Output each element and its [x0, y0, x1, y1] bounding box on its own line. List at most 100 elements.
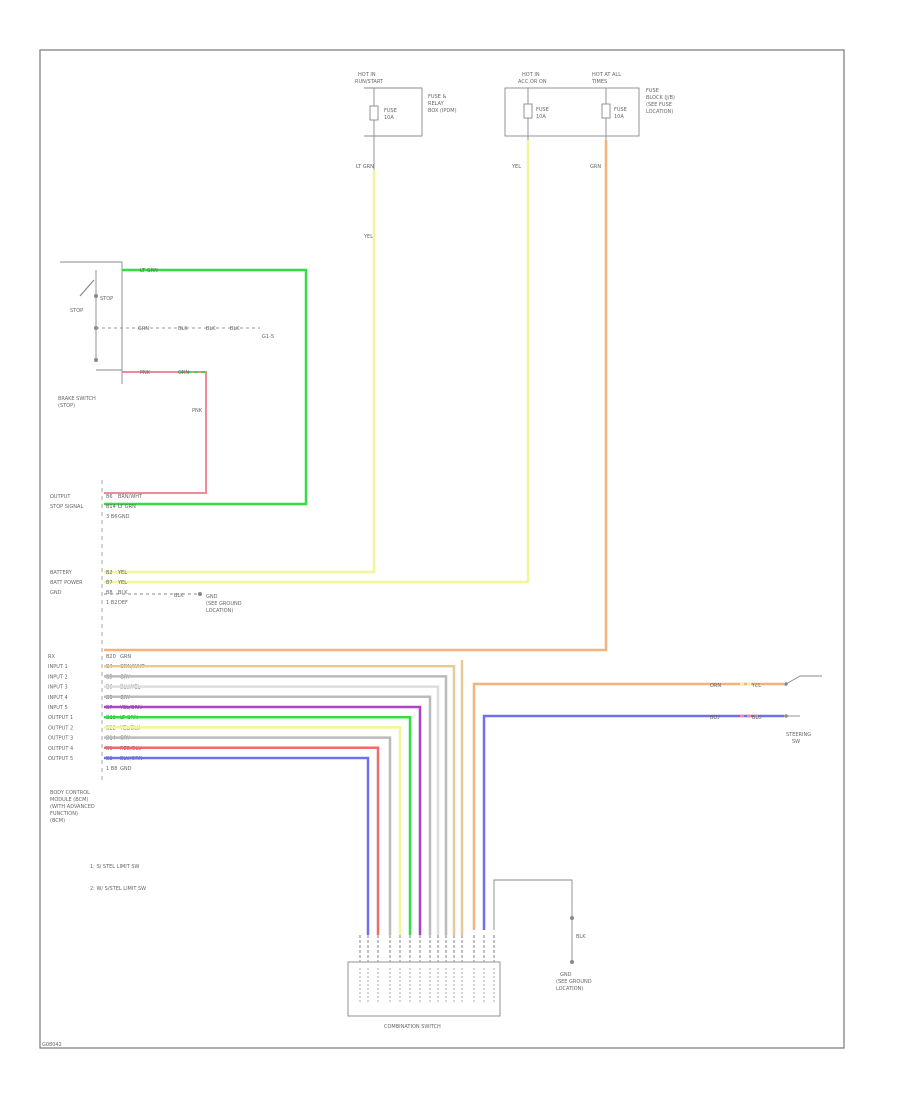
jb-label-3: (SEE FUSE — [646, 102, 672, 108]
io-wire — [104, 726, 402, 935]
bcm-io-pin-name: OUTPUT 4 — [48, 746, 73, 752]
bcm-pin-name: BATT POWER — [50, 580, 83, 586]
legend-item-1: 1: S/ STEL LIMIT SW — [90, 864, 140, 870]
label-top-left-ltgrn: LT GRN — [356, 164, 374, 170]
bcm-pin-name: OUTPUT — [50, 494, 71, 500]
jb-fuse-b-icon — [601, 103, 611, 119]
jb-right-header-1: HOT AT ALL — [592, 72, 621, 78]
bcm-pin-wire: DEF — [118, 600, 128, 606]
jb-fuse-b-amp: 10A — [614, 114, 624, 120]
bcm-name-3: (WITH ADVANCED — [50, 804, 95, 810]
ipdm-fuse-label: FUSE — [384, 108, 397, 114]
combination-switch-contacts — [359, 935, 495, 1004]
jb-left-header-2: ACC OR ON — [518, 79, 547, 85]
brake-switch-contact-icon — [79, 279, 95, 297]
jb-label-1: FUSE — [646, 88, 659, 94]
bcm-io-pin-name: OUTPUT 2 — [48, 725, 73, 731]
wire-ipdm-yel — [104, 170, 376, 574]
label-top-left-yel: YEL — [363, 234, 373, 240]
bcm-name-4: FUNCTION) — [50, 811, 78, 817]
io-wire — [104, 736, 392, 935]
brake-wires: LT GRN GRN BLK BLK BLK G1-5 PNK GRN PNK — [104, 268, 308, 506]
label-brake-mid-2: BLK — [178, 326, 188, 332]
bcm-pin-name: STOP SIGNAL — [50, 504, 83, 510]
bcm-io-pin-name: INPUT 2 — [48, 674, 68, 680]
ipdm-fuse-amp: 10A — [384, 115, 394, 121]
label-brake-mid-3: BLK — [206, 326, 216, 332]
ipdm-label-3: BOX (IPDM) — [428, 108, 457, 114]
label-brake-mid-1: GRN — [138, 326, 149, 332]
bcm-pin-wire: YEL — [117, 570, 127, 576]
bcm-io-pin-name: INPUT 4 — [48, 695, 68, 701]
label-top-right-grn: GRN — [590, 164, 601, 170]
io-wire — [104, 715, 412, 935]
bcm-io-pin-name: INPUT 1 — [48, 664, 68, 670]
label-brake-ltgrn: LT GRN — [140, 268, 158, 274]
bcm-pin-wire: YEL — [117, 580, 127, 586]
brake-switch: STOP STOP BRAKE SWITCH (STOP) — [58, 261, 260, 409]
wire-brake-pnk — [104, 371, 207, 494]
jb-right-header-2: TIMES — [591, 79, 607, 85]
footer-code: G08042 — [42, 1042, 62, 1048]
label-steer-blu2: BLU — [752, 715, 762, 721]
legend-item-2: 2: W/ S/STEL LIMIT SW — [90, 886, 146, 892]
bottom-gnd-icon — [570, 960, 574, 964]
bcm-pin-number: B7 — [106, 580, 113, 586]
brake-contact-label: STOP — [70, 308, 83, 314]
bcm-pin-number: 3 B6 — [106, 514, 117, 520]
ipdm-header-2: RUN/START — [355, 79, 384, 85]
bcm-io-pin-name: INPUT 3 — [48, 685, 68, 691]
label-steer-orn: ORN — [710, 683, 721, 689]
io-wire — [104, 746, 380, 935]
top-wires: LT GRN YEL YEL GRN — [104, 140, 608, 652]
bottom-gnd-label-2: (SEE GROUND — [556, 979, 592, 985]
bcm-io-pin-number: 1 B8 — [106, 766, 117, 772]
combination-switch: COMBINATION SWITCH — [347, 935, 501, 1030]
bcm-io-pin-name: OUTPUT 3 — [48, 736, 73, 742]
bcm-name-5: (BCM) — [50, 818, 65, 824]
bcm-pin-wire: GND — [118, 514, 130, 520]
legend: 1: S/ STEL LIMIT SW 2: W/ S/STEL LIMIT S… — [90, 864, 146, 892]
ipdm-label-1: FUSE & — [428, 94, 446, 100]
bottom-gnd-wire: BLK — [576, 934, 586, 940]
brake-stop-label: STOP — [100, 296, 113, 302]
io-wire — [104, 685, 440, 935]
bcm-io-pin-name: INPUT 5 — [48, 705, 68, 711]
jb-label-2: BLOCK (J/B) — [646, 95, 675, 101]
steering-switch-name-2: SW — [792, 739, 800, 745]
io-wires — [104, 660, 464, 935]
wire-brake-ltgrn — [104, 268, 308, 506]
brake-switch-name-2: (STOP) — [58, 403, 75, 409]
bcm-pin-wire: BLK — [118, 590, 128, 596]
wire-steer-orn — [472, 682, 784, 930]
label-top-mid-yel: YEL — [511, 164, 521, 170]
jb-label-4: LOCATION) — [646, 109, 673, 115]
steering-switch: ORN YEL BLU BLU STEERING SW — [472, 675, 822, 930]
ipdm-fuse-icon — [369, 105, 379, 121]
bcm-pin-number: B6 — [106, 494, 113, 500]
ipdm-label-2: RELAY — [428, 101, 445, 107]
steering-switch-name-1: STEERING — [786, 732, 811, 738]
jb-fuse-b-label: FUSE — [614, 107, 627, 113]
bcm-gnd-wire: BLK — [174, 593, 184, 599]
label-brake-mid-4: BLK — [230, 326, 240, 332]
io-wire — [104, 695, 432, 935]
bottom-gnd: BLK GND (SEE GROUND LOCATION) — [493, 879, 592, 992]
wire-jb-yel — [104, 140, 530, 584]
bcm-io-pin-name: OUTPUT 5 — [48, 756, 73, 762]
io-wire — [104, 675, 448, 935]
io-wire — [104, 705, 422, 935]
bcm-io-pin-wire: GRN — [120, 654, 131, 660]
fuse-relay-box-ipdm: HOT IN RUN/START FUSE 10A FUSE & RELAY B… — [355, 72, 457, 200]
bcm-gnd-label-1: GND — [206, 594, 218, 600]
label-steer-blu: BLU — [710, 715, 720, 721]
bcm-gnd-label-2: (SEE GROUND — [206, 601, 242, 607]
combination-switch-body — [347, 961, 501, 1017]
bottom-gnd-label-1: GND — [560, 972, 572, 978]
label-brake-gnd: G1-5 — [262, 334, 274, 340]
bcm-io-pin-wire: GND — [120, 766, 132, 772]
